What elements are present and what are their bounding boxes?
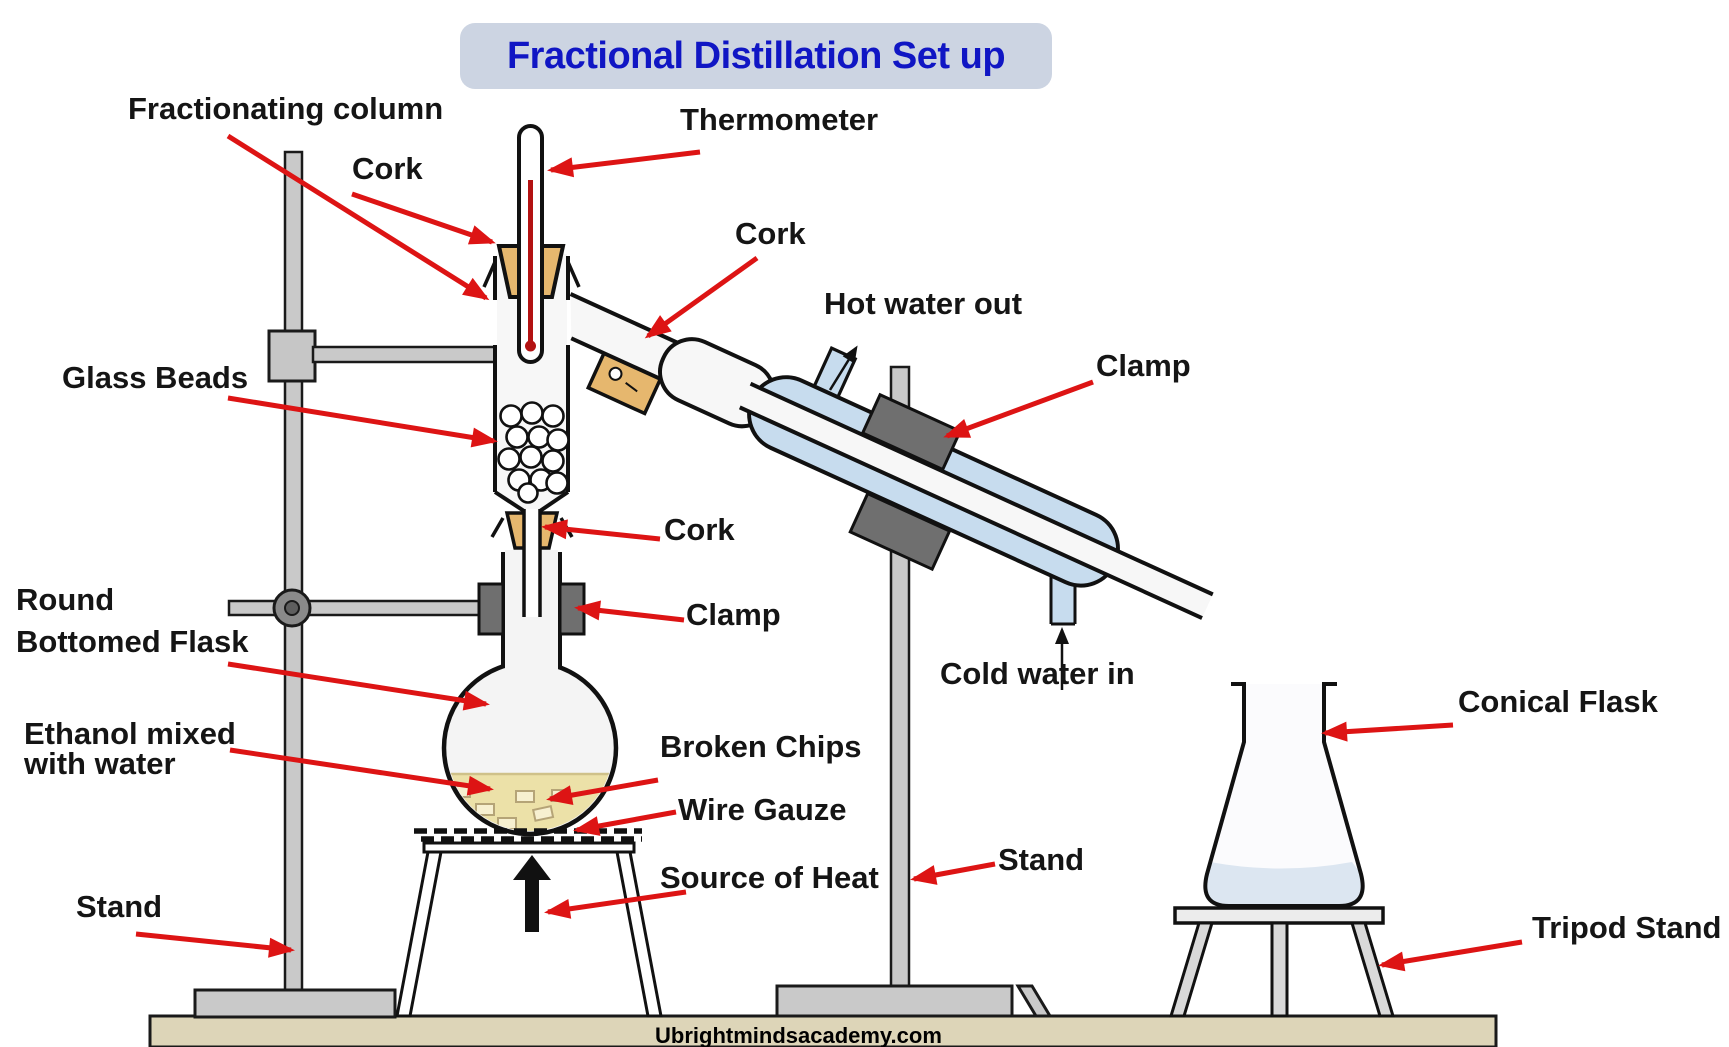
- label-round-bottomed-flask-line2: Bottomed Flask: [16, 624, 249, 659]
- arrow-clamp-condenser: [943, 379, 1094, 439]
- arrow-conical-flask: [1321, 721, 1454, 742]
- distillate-liquid: [1205, 862, 1363, 906]
- arrow-glass-beads: [227, 395, 498, 448]
- hot-water-flow-arrow: [828, 345, 858, 391]
- heating-tripod: [395, 841, 663, 1018]
- page-title: Fractional Distillation Set up: [506, 34, 1006, 77]
- conical-flask-shape: [1203, 682, 1365, 908]
- arrow-round-bottomed-flask: [227, 661, 490, 711]
- watermark-text: Ubrightmindsacademy.com: [655, 1023, 942, 1047]
- tripod-stand-stool: [1168, 906, 1396, 1018]
- label-cork-middle: Cork: [664, 512, 735, 547]
- arrow-stand-right: [910, 861, 996, 885]
- label-hot-water-out: Hot water out: [824, 286, 1023, 321]
- title-banner: Fractional Distillation Set up: [460, 23, 1052, 89]
- wire-gauze-mesh: [414, 828, 642, 842]
- label-tripod-stand: Tripod Stand: [1532, 910, 1722, 945]
- label-broken-chips: Broken Chips: [660, 729, 862, 764]
- label-cork-top: Cork: [352, 151, 423, 186]
- label-stand-left: Stand: [76, 889, 163, 924]
- fractionating-column: [482, 124, 581, 617]
- arrow-wire-gauze: [573, 809, 677, 836]
- label-fractionating-column: Fractionating column: [128, 91, 444, 126]
- arrow-ethanol: [229, 747, 494, 796]
- label-source-of-heat: Source of Heat: [660, 860, 879, 895]
- label-wire-gauze: Wire Gauze: [678, 792, 847, 827]
- arrow-cork-side: [644, 255, 759, 339]
- label-clamp-flask: Clamp: [686, 597, 781, 632]
- label-glass-beads: Glass Beads: [62, 360, 249, 395]
- label-pointer-arrows: [135, 133, 1523, 972]
- label-clamp-condenser: Clamp: [1096, 348, 1191, 383]
- arrow-tripod-stand: [1378, 939, 1523, 972]
- glass-beads-in-column: [497, 401, 570, 504]
- left-stand: [193, 150, 512, 1019]
- arrow-source-of-heat: [544, 889, 687, 919]
- arrow-cork-middle: [541, 519, 661, 542]
- thermometer-tube: [517, 124, 544, 364]
- condenser: [569, 292, 1214, 620]
- condenser-inner-tube: [739, 383, 1213, 619]
- label-stand-right: Stand: [998, 842, 1085, 877]
- label-ethanol-line2: with water: [24, 746, 176, 781]
- label-cork-side: Cork: [735, 216, 806, 251]
- arrow-clamp-flask: [574, 600, 685, 623]
- label-round-bottomed-flask-line1: Round: [16, 582, 115, 617]
- arrow-cork-top: [351, 191, 496, 245]
- arrow-stand-left: [135, 931, 295, 958]
- arrow-broken-chips: [546, 777, 659, 806]
- label-ethanol-line1: Ethanol mixed: [24, 716, 236, 751]
- label-thermometer: Thermometer: [680, 102, 879, 137]
- heat-arrow-icon: [513, 855, 551, 932]
- label-conical-flask: Conical Flask: [1458, 684, 1658, 719]
- arrow-thermometer: [547, 149, 701, 178]
- condenser-clamp: [848, 392, 963, 572]
- label-cold-water-in: Cold water in: [940, 656, 1135, 691]
- arrow-fractionating-column: [226, 133, 490, 301]
